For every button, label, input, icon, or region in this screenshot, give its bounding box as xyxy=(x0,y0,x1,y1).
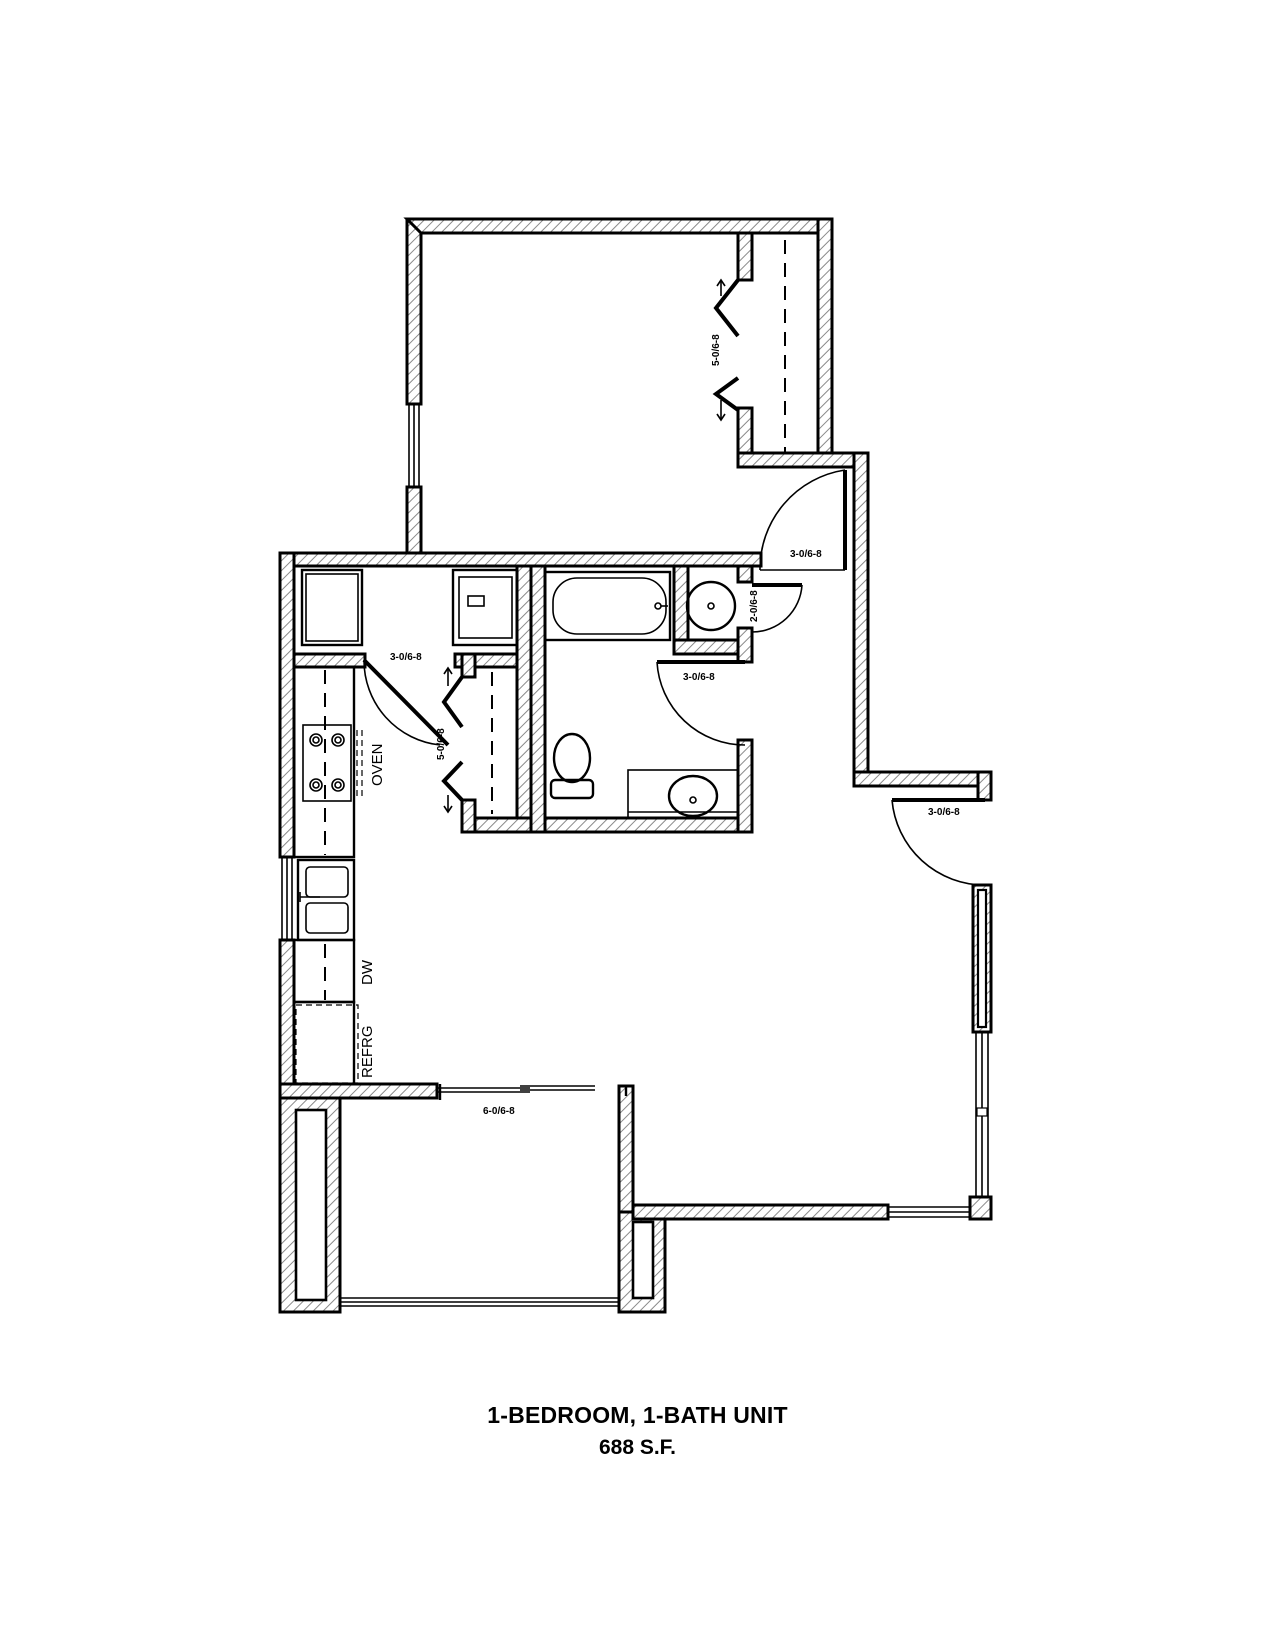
kitchen-window xyxy=(281,857,293,940)
bedroom-closet-bottom-wall xyxy=(736,451,870,469)
patio-sliding-door[interactable] xyxy=(437,1084,595,1100)
bedroom-north-wall xyxy=(403,217,834,235)
bedroom-closet-door-label: 5-0/6-8 xyxy=(711,334,722,366)
living-corner-post xyxy=(968,1195,993,1221)
hall-east-wall xyxy=(852,451,870,788)
linen-closet-east-jamb-top xyxy=(736,564,754,584)
unit-west-wall-upper xyxy=(278,551,296,859)
linen-closet-door[interactable] xyxy=(751,583,803,633)
plan-title: 1-BEDROOM, 1-BATH UNIT xyxy=(487,1402,788,1428)
bedroom-closet-wall-upper xyxy=(736,231,754,282)
plan-area: 688 S.F. xyxy=(598,1436,677,1459)
hall-closet-west-jamb-bottom xyxy=(460,798,477,834)
bathtub xyxy=(543,570,672,642)
dryer xyxy=(451,568,520,647)
vanity-sink xyxy=(627,769,739,819)
washer xyxy=(300,568,364,647)
dishwasher-label: DW xyxy=(359,959,376,985)
hall-closet-south-wall xyxy=(460,816,754,834)
bedroom-closet-bifold-door[interactable] xyxy=(712,278,740,422)
linen-closet-door-label: 2-0/6-8 xyxy=(749,590,760,622)
linen-closet-east-jamb-bottom xyxy=(736,626,754,664)
bedroom-east-wall xyxy=(816,217,834,455)
hall-closet-east-wall xyxy=(515,564,533,832)
kitchen-counter-upper xyxy=(292,665,356,859)
bath-door-label: 3-0/6-8 xyxy=(683,672,715,683)
hall-closet-bifold-door[interactable] xyxy=(441,666,464,814)
living-south-wall xyxy=(631,1203,890,1221)
living-northeast-wall xyxy=(852,770,993,788)
water-heater xyxy=(685,580,737,632)
bath-west-wall xyxy=(529,564,547,834)
toilet xyxy=(549,732,595,800)
bedroom-window xyxy=(408,404,420,487)
laundry-door-label: 3-0/6-8 xyxy=(390,652,422,663)
bedroom-door-label: 3-0/6-8 xyxy=(790,549,822,560)
bedroom-west-wall-lower xyxy=(405,485,423,555)
living-window-south xyxy=(888,1206,970,1218)
refrigerator-label: REFRG xyxy=(359,1026,376,1079)
refrigerator xyxy=(292,1000,359,1086)
patio-door-label: 6-0/6-8 xyxy=(483,1106,515,1117)
range xyxy=(302,724,363,802)
bath-east-wall xyxy=(736,738,754,834)
bathroom: 2-0/6-8 xyxy=(529,564,803,834)
bedroom: 5-0/6-8 xyxy=(403,217,870,555)
kitchen-south-wall xyxy=(278,1082,439,1100)
entry-door[interactable] xyxy=(891,798,986,886)
oven-label: OVEN xyxy=(369,743,386,786)
kitchen-sink xyxy=(296,858,356,942)
living-window-east xyxy=(975,1032,989,1197)
bedroom-west-wall-upper xyxy=(405,217,423,406)
hall-closet-west-jamb-top xyxy=(460,652,477,679)
patio-railing xyxy=(340,1297,626,1307)
laundry-door[interactable] xyxy=(362,658,450,747)
bath-door[interactable] xyxy=(656,660,746,746)
bedroom-south-wall xyxy=(278,551,763,568)
laundry-south-wall xyxy=(292,652,367,669)
entry-door-label: 3-0/6-8 xyxy=(928,807,960,818)
entry-jamb xyxy=(976,770,993,802)
kitchen: OVEN DW REFRG xyxy=(292,665,386,1086)
hall-closet-door-label: 5-0/6-8 xyxy=(436,728,447,760)
